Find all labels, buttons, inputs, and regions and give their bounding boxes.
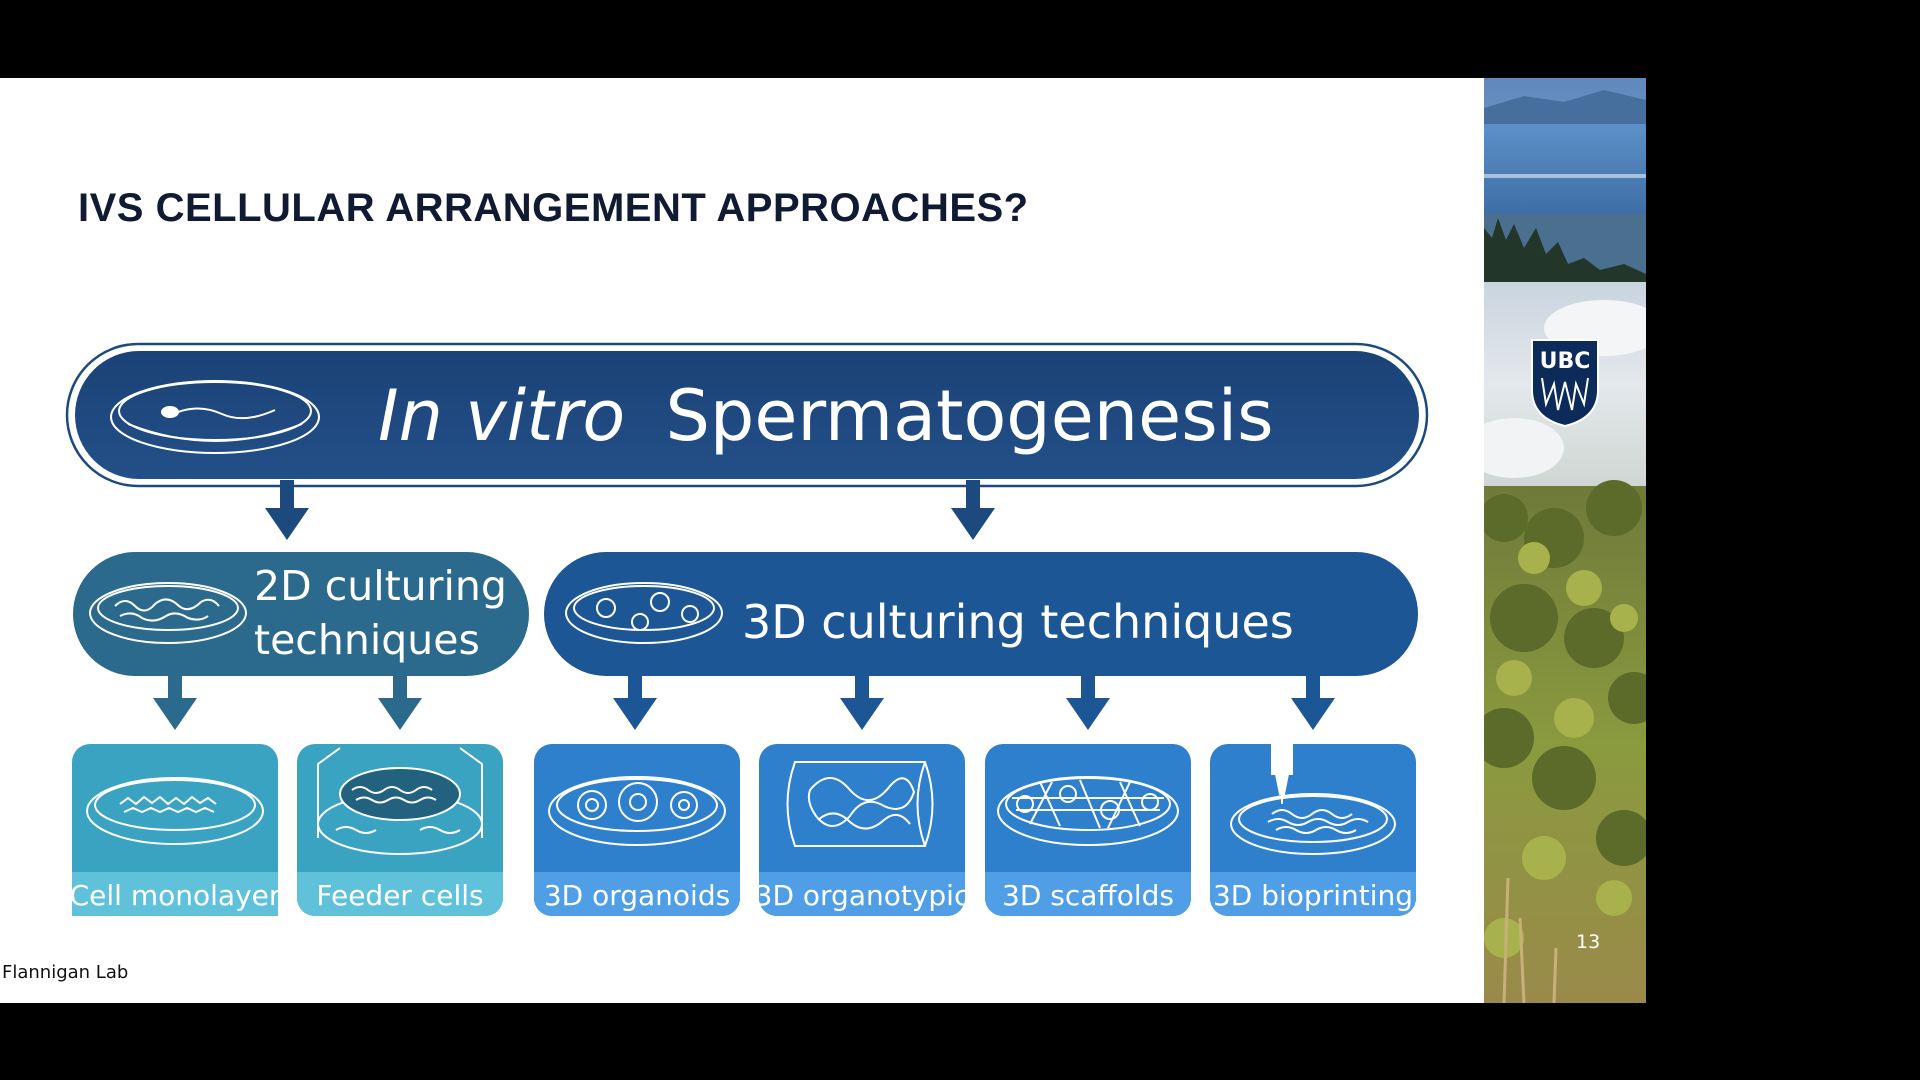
leaf-3d-organoids: 3D organoids [534, 744, 740, 916]
leaf-cell-monolayer: Cell monolayer [70, 744, 281, 916]
node-3d-culturing: 3D culturing techniques [544, 552, 1418, 676]
leaf-label: Cell monolayer [70, 879, 281, 912]
node-2d-label-line2: techniques [254, 616, 480, 664]
ubc-logo-text: UBC [1540, 349, 1591, 374]
leaf-arrows [153, 676, 1335, 730]
petri-dish-sperm-icon [110, 380, 320, 454]
slide: IVS CELLULAR ARRANGEMENT APPROACHES? In … [0, 78, 1484, 1003]
slide-footer: Flannigan Lab [2, 962, 129, 983]
leaf-3d-organotypic: 3D organotypic [755, 744, 970, 916]
node-2d-label-line1: 2D culturing [254, 562, 507, 610]
leaf-3d-scaffolds: 3D scaffolds [985, 744, 1191, 916]
sidebar-photo-strip: UBC [1484, 78, 1646, 1003]
root-arrows [265, 480, 995, 540]
node-2d-culturing: 2D culturing techniques [73, 552, 529, 676]
petri-dish-spheres-icon [565, 582, 723, 644]
root-node: In vitro Spermatogenesis [65, 342, 1429, 488]
photo-collage: UBC [1484, 78, 1646, 1003]
leaf-label: 3D bioprinting [1213, 879, 1413, 912]
leaf-label: 3D organoids [544, 879, 730, 912]
root-label-rest: Spermatogenesis [665, 375, 1273, 457]
leaf-label: 3D scaffolds [1002, 879, 1174, 912]
slide-title: IVS CELLULAR ARRANGEMENT APPROACHES? [78, 186, 1029, 230]
petri-dish-cells-icon [89, 582, 247, 644]
leaf-feeder-cells: Feeder cells [297, 744, 503, 916]
leaf-3d-bioprinting: 3D bioprinting [1210, 743, 1416, 916]
leaf-label: 3D organotypic [755, 879, 970, 912]
root-label: In vitro Spermatogenesis [378, 375, 1274, 457]
ivs-diagram: In vitro Spermatogenesis 2D culturing te… [65, 342, 1429, 916]
slide-number: 13 [1576, 931, 1601, 953]
root-label-italic: In vitro [378, 375, 625, 457]
node-3d-label: 3D culturing techniques [742, 595, 1294, 649]
leaf-label: Feeder cells [316, 879, 483, 912]
ubc-crest-icon: UBC [1531, 339, 1599, 428]
